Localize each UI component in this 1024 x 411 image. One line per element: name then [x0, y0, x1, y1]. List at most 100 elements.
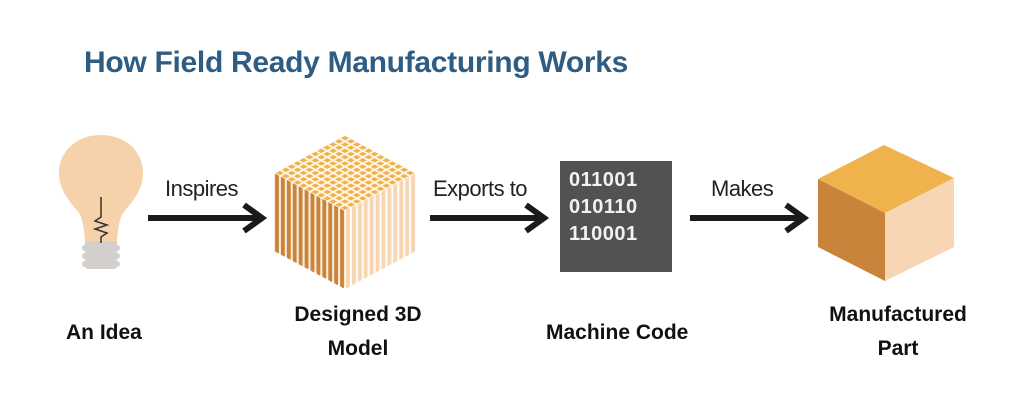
- voxel-tile: [388, 161, 397, 166]
- voxel-tile: [305, 180, 314, 185]
- voxel-stripe: [275, 173, 279, 254]
- voxel-tile: [394, 177, 403, 182]
- voxel-tile: [388, 180, 397, 185]
- voxel-stripe: [298, 186, 303, 267]
- voxel-tile: [394, 164, 403, 169]
- bulb-base: [82, 241, 120, 269]
- arrow-label-inspires: Inspires: [165, 176, 239, 201]
- voxel-tile: [376, 180, 385, 185]
- voxel-stripe: [328, 202, 333, 283]
- voxel-tile: [305, 167, 314, 172]
- binary-code-icon: 011001 010110 110001: [560, 161, 672, 272]
- step-label-code: Machine Code: [546, 316, 688, 350]
- step-label-idea: An Idea: [66, 316, 142, 350]
- step-label-part: Manufactured Part: [810, 298, 986, 366]
- voxel-tile: [358, 177, 367, 182]
- voxel-tile: [323, 164, 332, 169]
- voxel-tile: [340, 186, 350, 191]
- voxel-tile: [340, 136, 350, 141]
- voxel-tile: [340, 193, 350, 198]
- voxel-stripe: [399, 179, 404, 260]
- voxel-tile: [335, 170, 344, 176]
- voxel-tile: [352, 161, 361, 166]
- voxel-tile: [358, 145, 367, 150]
- voxel-tile: [340, 161, 350, 166]
- voxel-tile: [370, 151, 379, 157]
- voxel-tile: [323, 170, 332, 176]
- voxel-tile: [358, 183, 367, 188]
- voxel-tile: [358, 196, 367, 201]
- voxel-tile: [323, 151, 332, 157]
- bulb-filament: [92, 197, 110, 243]
- voxel-tile: [358, 164, 367, 169]
- voxel-tile: [323, 158, 332, 163]
- voxel-stripe: [346, 208, 350, 288]
- step-label-model: Designed 3D Model: [278, 298, 438, 366]
- voxel-tile: [335, 151, 344, 157]
- cube-left-face: [818, 179, 885, 281]
- voxel-tile: [376, 161, 385, 166]
- voxel-tile: [305, 174, 314, 179]
- voxel-tile: [323, 183, 332, 188]
- voxel-stripe: [369, 195, 374, 276]
- voxel-tile: [376, 174, 385, 179]
- arrow-label-makes: Makes: [711, 176, 774, 201]
- voxel-tile: [311, 170, 320, 176]
- voxel-tile: [299, 170, 308, 176]
- voxel-stripe: [405, 176, 410, 257]
- voxel-tile: [340, 205, 350, 210]
- voxel-tile: [394, 170, 403, 176]
- voxel-right-face: [345, 173, 416, 287]
- voxel-tile: [358, 189, 367, 195]
- voxel-tile: [329, 199, 338, 204]
- voxel-tile: [340, 142, 350, 147]
- voxel-tile: [317, 180, 326, 185]
- voxel-tile: [287, 177, 296, 182]
- voxel-tile: [340, 199, 350, 204]
- arrow-right-icon: [430, 202, 550, 234]
- voxel-tile: [352, 199, 361, 204]
- voxel-tile: [305, 186, 314, 191]
- voxel-stripe: [292, 183, 297, 264]
- voxel-stripe: [411, 173, 415, 254]
- voxel-tile: [275, 170, 284, 176]
- arrow-label-exports-to: Exports to: [433, 176, 528, 201]
- step-label-line: An Idea: [66, 321, 142, 344]
- arrow-right-icon: [148, 202, 268, 234]
- voxel-tile: [287, 164, 296, 169]
- page-title: How Field Ready Manufacturing Works: [84, 46, 629, 79]
- voxel-tile: [406, 170, 415, 176]
- voxel-tile: [370, 170, 379, 176]
- code-line: 011001: [569, 169, 638, 191]
- voxel-tile: [376, 186, 385, 191]
- voxel-stripe: [304, 189, 309, 270]
- voxel-stripe: [375, 192, 380, 273]
- bulb-glass: [59, 135, 143, 243]
- voxel-stripe: [357, 202, 362, 283]
- step-label-line: Manufactured: [829, 303, 967, 326]
- voxel-tile: [329, 180, 338, 185]
- code-line: 010110: [569, 196, 638, 218]
- voxel-tile: [364, 180, 373, 185]
- voxel-tile: [340, 180, 350, 185]
- voxel-tile: [340, 174, 350, 179]
- voxel-tile: [293, 180, 302, 185]
- voxel-stripe: [387, 186, 392, 267]
- voxel-tile: [346, 151, 355, 157]
- voxel-tile: [370, 189, 379, 195]
- voxel-cube-icon: [274, 135, 416, 288]
- voxel-tile: [323, 189, 332, 195]
- voxel-tile: [287, 170, 296, 176]
- voxel-stripe: [340, 208, 344, 288]
- voxel-tile: [323, 196, 332, 201]
- voxel-tile: [358, 158, 367, 163]
- voxel-tile: [376, 167, 385, 172]
- voxel-stripe: [322, 198, 327, 279]
- voxel-tile: [293, 161, 302, 166]
- voxel-tile: [346, 189, 355, 195]
- voxel-stripe: [381, 189, 386, 270]
- cube-top-face: [818, 145, 954, 213]
- voxel-tile: [311, 189, 320, 195]
- voxel-tile: [323, 145, 332, 150]
- voxel-stripe: [351, 205, 356, 286]
